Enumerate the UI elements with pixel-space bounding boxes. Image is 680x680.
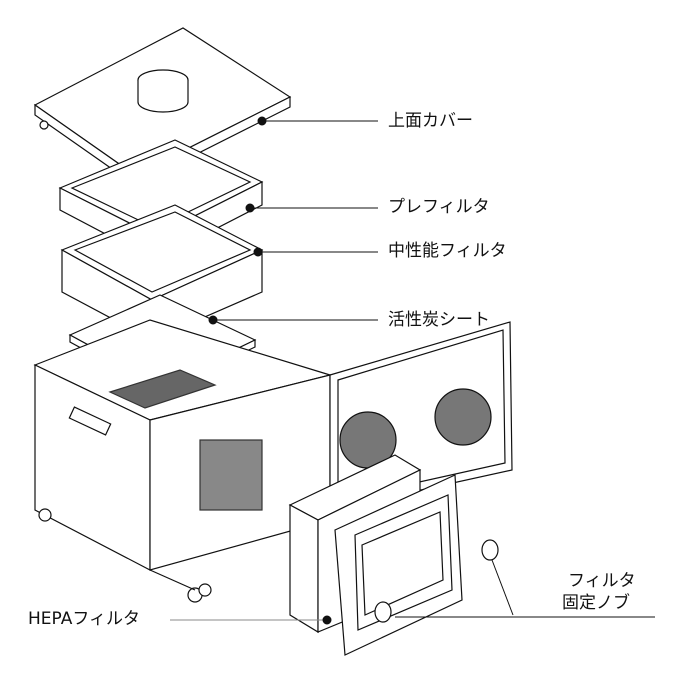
door-part: [329, 321, 513, 511]
main-body-part: [33, 319, 333, 603]
hepa-frame-part: [334, 474, 463, 656]
label-medium-filter: 中性能フィルタ: [388, 241, 507, 261]
label-carbon-sheet: 活性炭シート: [388, 310, 490, 330]
label-knob-line1: フィルタ: [568, 571, 636, 591]
top-cover-part: [33, 27, 292, 187]
label-hepa-filter: HEPAフィルタ: [28, 609, 140, 629]
leader-lines: [170, 116, 655, 625]
label-top-cover: 上面カバー: [388, 111, 473, 131]
label-knob-line2: 固定ノブ: [562, 593, 630, 613]
label-pre-filter: プレフィルタ: [388, 197, 490, 217]
fixing-knob-part: [374, 539, 499, 623]
